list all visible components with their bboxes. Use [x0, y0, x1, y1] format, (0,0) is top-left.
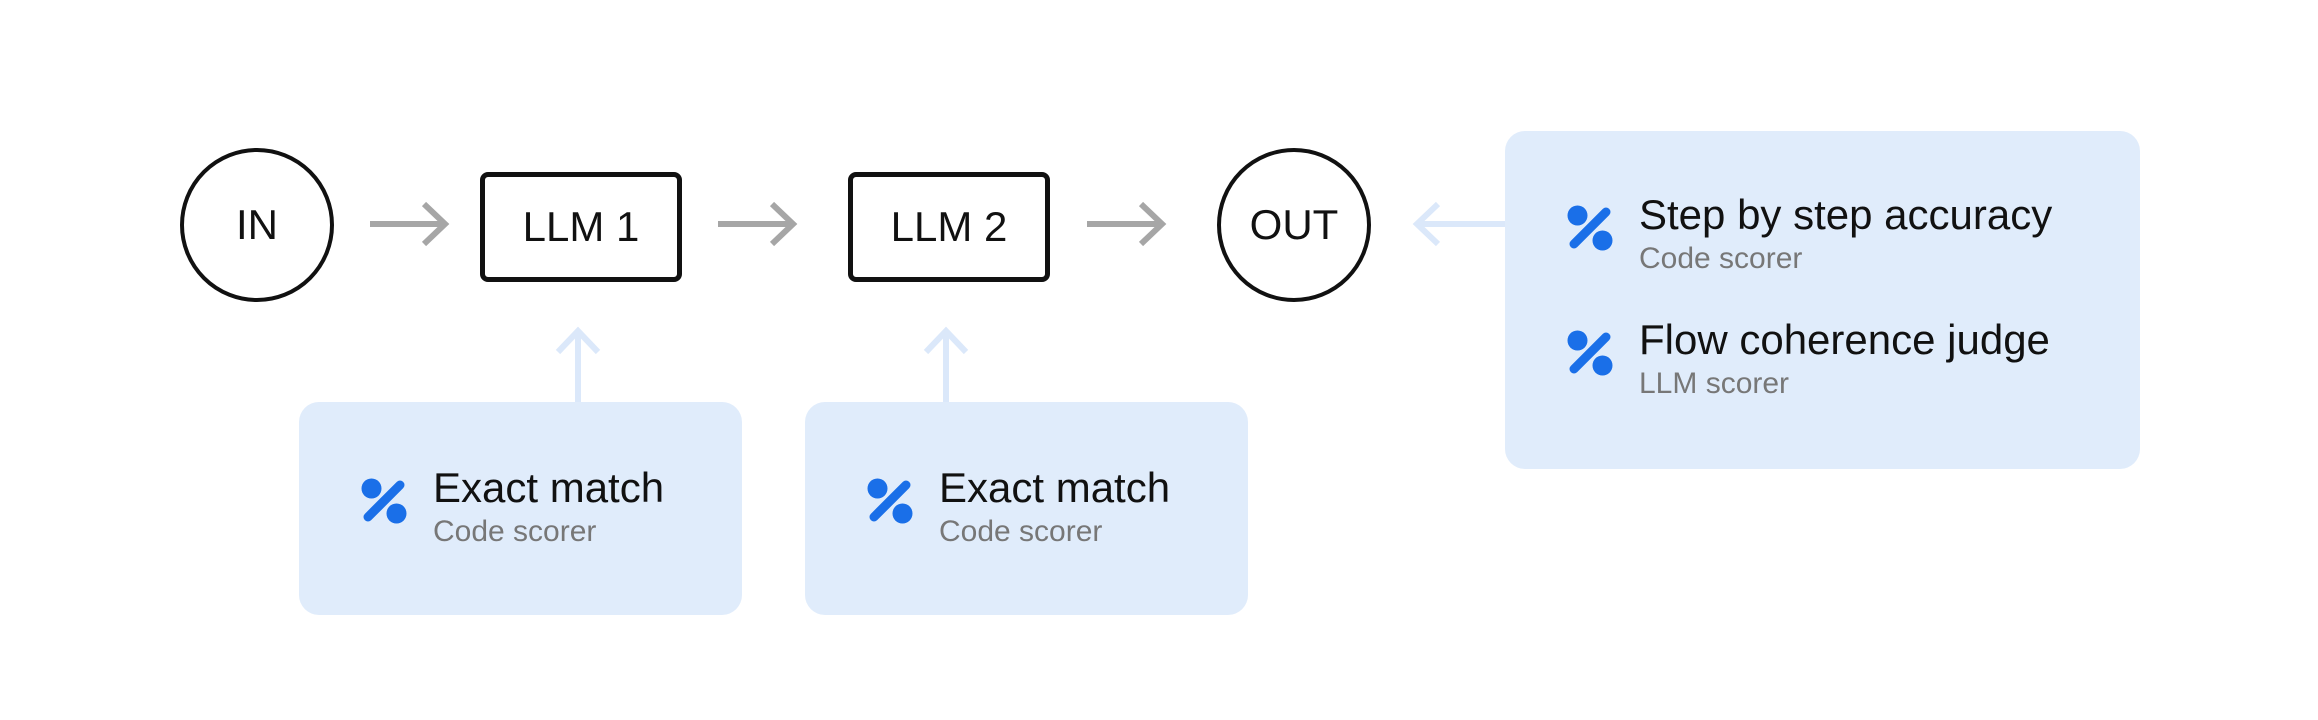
llm1-node-label: LLM 1 [522, 203, 640, 250]
output-scorer-item-1: Step by step accuracy Code scorer [1567, 191, 2052, 279]
llm2-scorer-card: Exact match Code scorer [805, 402, 1248, 615]
arrow-llm1-to-llm2 [718, 201, 798, 247]
output-scorer-item-2: Flow coherence judge LLM scorer [1567, 316, 2050, 404]
scorer-type: Code scorer [433, 515, 597, 548]
llm1-node: LLM 1 [480, 172, 682, 282]
scorer-type: Code scorer [939, 515, 1103, 548]
llm2-node-label: LLM 2 [890, 203, 1008, 250]
llm1-scorer-item: Exact match Code scorer [361, 464, 664, 552]
arrow-scorers-to-out [1412, 201, 1510, 247]
output-node-label: OUT [1249, 201, 1339, 248]
scorer-type: LLM scorer [1639, 367, 1790, 400]
scorer-name: Step by step accuracy [1639, 191, 2053, 238]
llm1-scorer-card: Exact match Code scorer [299, 402, 742, 615]
percent-icon [361, 478, 407, 524]
input-node: IN [180, 148, 334, 302]
arrow-llm2-to-out [1087, 201, 1167, 247]
arrow-in-to-llm1 [370, 201, 450, 247]
percent-icon [867, 478, 913, 524]
output-node: OUT [1217, 148, 1371, 302]
arrow-scorer-to-llm2 [923, 326, 969, 402]
llm2-node: LLM 2 [848, 172, 1050, 282]
scorer-name: Flow coherence judge [1639, 316, 2050, 363]
llm2-scorer-item: Exact match Code scorer [867, 464, 1170, 552]
scorer-type: Code scorer [1639, 242, 1803, 275]
output-scorer-card: Step by step accuracy Code scorer Flow c… [1505, 131, 2140, 469]
scorer-name: Exact match [433, 464, 665, 511]
percent-icon [1567, 330, 1613, 376]
percent-icon [1567, 205, 1613, 251]
arrow-scorer-to-llm1 [555, 326, 601, 402]
scorer-name: Exact match [939, 464, 1171, 511]
input-node-label: IN [236, 201, 278, 248]
